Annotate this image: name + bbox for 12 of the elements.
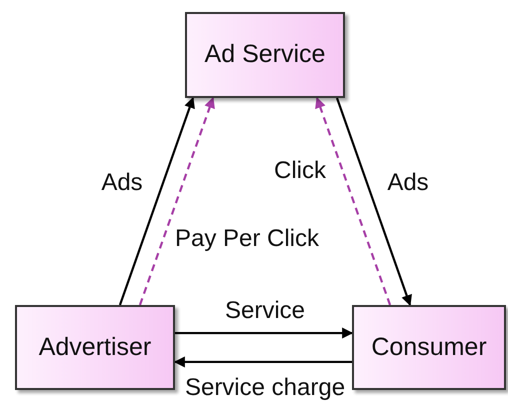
arrow	[118, 96, 195, 306]
arrow	[336, 98, 412, 306]
node-label: Ad Service	[204, 39, 326, 70]
arrow	[138, 96, 215, 306]
arrow	[174, 356, 352, 368]
arrow	[315, 96, 392, 306]
process-box	[15, 305, 175, 390]
process-box	[352, 305, 506, 390]
arrow	[175, 328, 354, 339]
node-label: Consumer	[371, 332, 487, 363]
node-label: Advertiser	[38, 332, 152, 363]
process-box	[185, 12, 345, 98]
